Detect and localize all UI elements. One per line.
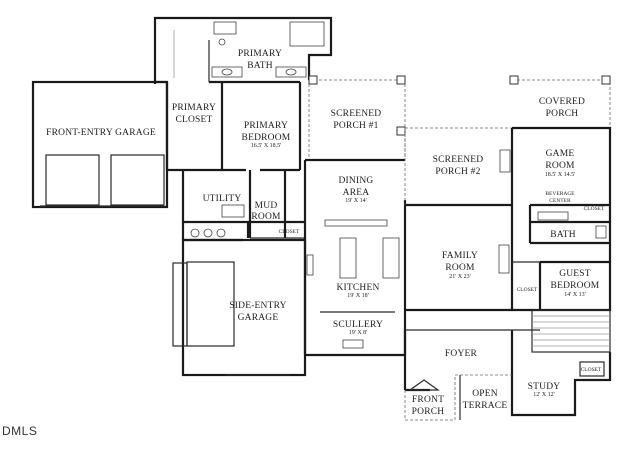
label-beverage-center-1: BEVERAGE: [545, 191, 575, 197]
label-screened-porch-1-b: PORCH #1: [333, 121, 378, 131]
label-guest-bedroom-1: GUEST: [559, 269, 591, 279]
label-game-room-2: ROOM: [545, 161, 575, 171]
label-covered-porch-2: PORCH: [546, 109, 579, 119]
label-kitchen: KITCHEN: [336, 283, 379, 293]
label-open-terrace-2: TERRACE: [463, 401, 508, 411]
kitchen-wing: [303, 158, 407, 357]
label-side-entry-garage-2: GARAGE: [238, 313, 279, 323]
label-family-room-1: FAMILY: [442, 251, 478, 261]
label-closet-study: CLOSET: [581, 367, 602, 373]
east-wing: [499, 75, 612, 312]
dim-game-room: 18.5' X 14.5': [545, 172, 576, 178]
label-foyer: FOYER: [445, 349, 478, 359]
label-utility: UTILITY: [203, 194, 242, 204]
label-scullery: SCULLERY: [333, 320, 383, 330]
dim-kitchen: 19' X 18': [347, 293, 369, 299]
front-wing: [403, 309, 612, 421]
screened-porch-2-outline: [404, 127, 513, 206]
dim-family-room: 21' X 23': [449, 274, 471, 280]
dim-study: 12' X 12': [533, 392, 555, 398]
label-screened-porch-2-b: PORCH #2: [435, 167, 480, 177]
label-primary-bath-2: BATH: [247, 61, 273, 71]
label-primary-closet-2: CLOSET: [175, 115, 212, 125]
label-closet-game: CLOSET: [584, 206, 605, 212]
label-beverage-center-2: CENTER: [549, 198, 571, 204]
label-side-entry-garage-1: SIDE-ENTRY: [229, 301, 286, 311]
label-primary-closet-1: PRIMARY: [172, 103, 216, 113]
dim-primary-bedroom: 16.5' X 18.5': [251, 143, 282, 149]
label-open-terrace-1: OPEN: [472, 389, 498, 399]
primary-suite: [153, 16, 333, 172]
label-front-porch-1: FRONT: [412, 395, 444, 405]
label-screened-porch-2-a: SCREENED: [433, 155, 484, 165]
label-front-porch-2: PORCH: [412, 407, 445, 417]
label-covered-porch-1: COVERED: [539, 97, 585, 107]
label-primary-bedroom-1: PRIMARY: [244, 121, 288, 131]
label-guest-bedroom-2: BEDROOM: [551, 281, 600, 291]
label-primary-bath-1: PRIMARY: [238, 49, 282, 59]
label-game-room-1: GAME: [546, 149, 575, 159]
label-mud-room-2: ROOM: [251, 212, 281, 222]
dim-dining-area: 19' X 14': [345, 198, 367, 204]
dim-guest-bedroom: 14' X 13': [564, 292, 586, 298]
dmls-watermark: DMLS: [2, 424, 38, 438]
label-front-entry-garage: FRONT-ENTRY GARAGE: [46, 128, 156, 138]
label-family-room-2: ROOM: [445, 263, 475, 273]
label-dining-area-2: AREA: [343, 188, 370, 198]
front-entry-garage: [31, 80, 169, 209]
label-screened-porch-1-a: SCREENED: [331, 109, 382, 119]
dim-scullery: 19' X 8': [349, 330, 368, 336]
label-closet-guest: CLOSET: [517, 287, 538, 293]
label-bath: BATH: [550, 230, 576, 240]
label-closet-mud: CLOSET: [279, 229, 300, 235]
label-primary-bedroom-2: BEDROOM: [242, 133, 291, 143]
label-dining-area-1: DINING: [339, 176, 374, 186]
label-mud-room-1: MUD: [255, 201, 278, 211]
family-room-outline: [405, 203, 512, 312]
label-study: STUDY: [528, 382, 561, 392]
